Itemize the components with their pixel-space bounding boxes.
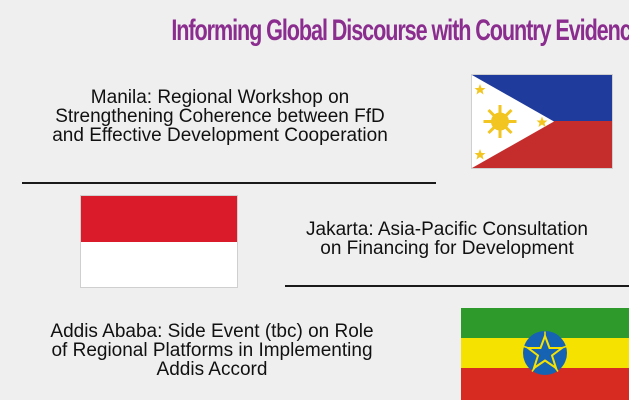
- divider: [285, 285, 629, 287]
- event-caption-jakarta: Jakarta: Asia-Pacific Consultation on Fi…: [306, 219, 588, 259]
- divider: [22, 182, 436, 184]
- philippines-flag-icon: [471, 74, 613, 169]
- indonesia-flag-icon: [80, 195, 238, 288]
- event-caption-manila: Manila: Regional Workshop on Strengtheni…: [52, 87, 388, 146]
- ethiopia-flag-icon: [461, 308, 629, 400]
- event-caption-addis-ababa: Addis Ababa: Side Event (tbc) on Role of…: [50, 321, 374, 380]
- page-title: Informing Global Discourse with Country …: [171, 14, 629, 47]
